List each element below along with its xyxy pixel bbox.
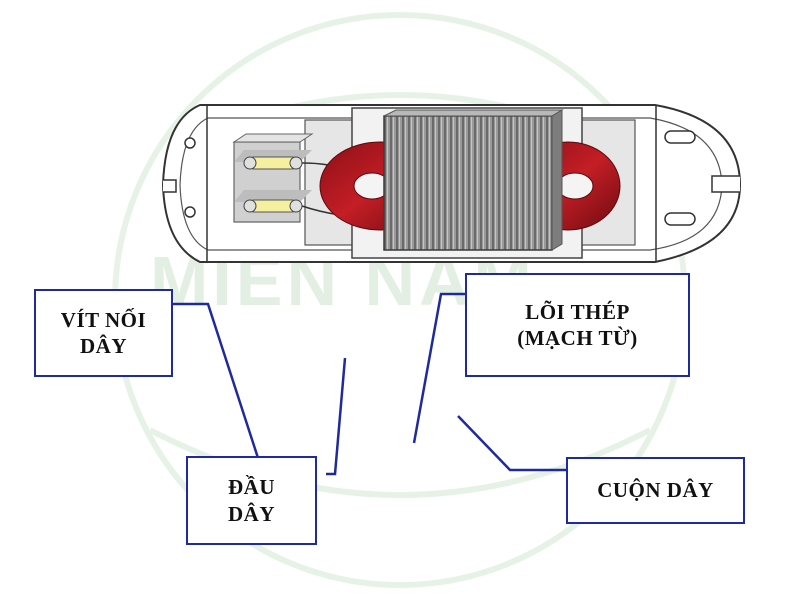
label-cuon-day: CUỘN DÂY — [566, 457, 745, 524]
label-dau-day: ĐẦU DÂY — [186, 456, 317, 545]
label-vit-noi-day: VÍT NỐI DÂY — [34, 289, 173, 377]
terminal-screw-top — [243, 156, 303, 170]
label-loi-thep: LÕI THÉP (MẠCH TỪ) — [465, 273, 690, 377]
label-vit-noi-day-line2: DÂY — [80, 334, 127, 358]
mount-hole-icon — [184, 137, 196, 149]
mount-slot-icon — [664, 130, 696, 144]
label-vit-noi-day-line1: VÍT NỐI — [60, 307, 147, 332]
leader-lines — [173, 292, 566, 476]
leader-loi-thep — [412, 292, 465, 444]
label-dau-day-line1: ĐẦU — [228, 475, 275, 500]
leader-vit-noi-day — [173, 302, 260, 459]
leader-cuon-day — [457, 415, 566, 472]
mount-hole-icon — [184, 206, 196, 218]
laminated-core — [383, 109, 564, 251]
terminal-screw-bottom — [243, 199, 303, 213]
label-dau-day-line2: DÂY — [228, 501, 275, 526]
mount-slot-icon — [664, 212, 696, 226]
label-cuon-day-line1: CUỘN DÂY — [597, 478, 714, 503]
leader-dau-day — [326, 357, 347, 476]
label-loi-thep-line2: (MẠCH TỪ) — [517, 326, 638, 350]
label-loi-thep-line1: LÕI THÉP — [525, 299, 630, 324]
